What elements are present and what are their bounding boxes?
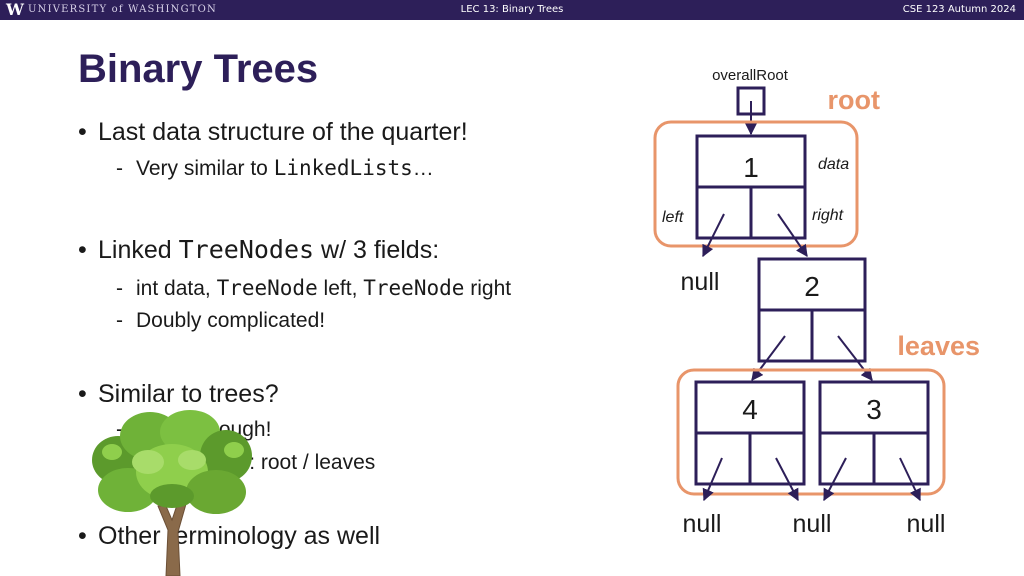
sub-text: Very similar to	[136, 157, 274, 180]
sub-bullet-1-1: -Very similar to LinkedLists…	[116, 156, 434, 180]
sub-text-ellipsis: …	[412, 157, 434, 180]
bullet-2-post: w/ 3 fields:	[314, 236, 440, 264]
sub-text: Doubly complicated!	[136, 309, 326, 332]
null-label: null	[907, 510, 946, 538]
node-1-left-arrow	[702, 213, 725, 258]
node-4-value: 4	[742, 394, 758, 425]
code-treenodes: TreeNodes	[178, 235, 315, 264]
slide-title: Binary Trees	[78, 47, 319, 91]
bullet-dot-icon: •	[78, 236, 87, 264]
tree-clipart-icon	[92, 410, 252, 576]
header-bar: W UNIVERSITY of WASHINGTON LEC 13: Binar…	[0, 0, 1024, 20]
binary-tree-diagram: overallRoot root 1 data left right null …	[653, 67, 980, 538]
code-linkedlists: LinkedLists	[273, 156, 413, 180]
bullet-2-pre: Linked	[98, 236, 179, 264]
university-name: UNIVERSITY of WASHINGTON	[28, 4, 218, 15]
lecture-title: LEC 13: Binary Trees	[460, 4, 564, 15]
overall-root-label: overallRoot	[712, 67, 789, 84]
null-label: null	[681, 268, 720, 296]
node-2-left-arrow	[751, 335, 786, 381]
tree-node-2: 2	[757, 257, 867, 363]
bullet-2: • Linked TreeNodes w/ 3 fields:	[78, 234, 439, 266]
sub-bullet-2-1: -int data, TreeNode left, TreeNode right	[116, 276, 512, 300]
uw-logo-icon: W	[6, 0, 24, 19]
node-2-right-arrow	[837, 335, 873, 381]
code-treenode: TreeNode	[216, 276, 318, 300]
tree-node-3: 3	[818, 380, 930, 486]
sub-text: right	[464, 277, 512, 300]
bullet-dot-icon: •	[78, 522, 87, 550]
sub-bullet-2-2: -Doubly complicated!	[116, 309, 326, 332]
node-3-value: 3	[866, 394, 882, 425]
node-3-right-arrow	[899, 457, 921, 502]
bullet-4: • Other terminology as well	[78, 520, 380, 552]
null-label: null	[793, 510, 832, 538]
root-label: root	[828, 85, 880, 115]
data-field-label: data	[818, 156, 849, 173]
leaves-highlight	[676, 368, 946, 496]
bullet-1: • Last data structure of the quarter!	[78, 116, 468, 148]
null-label: null	[683, 510, 722, 538]
bullet-1-text: Last data structure of the quarter!	[98, 118, 468, 146]
node-2-value: 2	[804, 271, 820, 302]
bullet-dot-icon: •	[78, 380, 87, 408]
node-1-right-arrow	[777, 213, 808, 257]
bullet-3: • Similar to trees?	[78, 378, 279, 410]
node-3-left-arrow	[823, 457, 847, 502]
bullet-3-text: Similar to trees?	[98, 380, 279, 408]
sub-text: left,	[317, 277, 364, 300]
node-4-left-arrow	[702, 457, 723, 502]
right-field-label: right	[812, 207, 844, 224]
code-treenode: TreeNode	[363, 276, 465, 300]
root-highlight	[653, 120, 859, 248]
sub-text: int data,	[136, 277, 217, 300]
node-4-right-arrow	[775, 457, 799, 502]
bullet-dot-icon: •	[78, 118, 87, 146]
course-label: CSE 123 Autumn 2024	[902, 4, 1016, 15]
node-1-value: 1	[743, 152, 759, 183]
tree-node-1: 1	[695, 134, 807, 240]
leaves-label: leaves	[897, 331, 980, 361]
tree-node-4: 4	[694, 380, 806, 486]
left-field-label: left	[662, 209, 684, 226]
bullet-4-text: Other terminology as well	[98, 522, 381, 550]
